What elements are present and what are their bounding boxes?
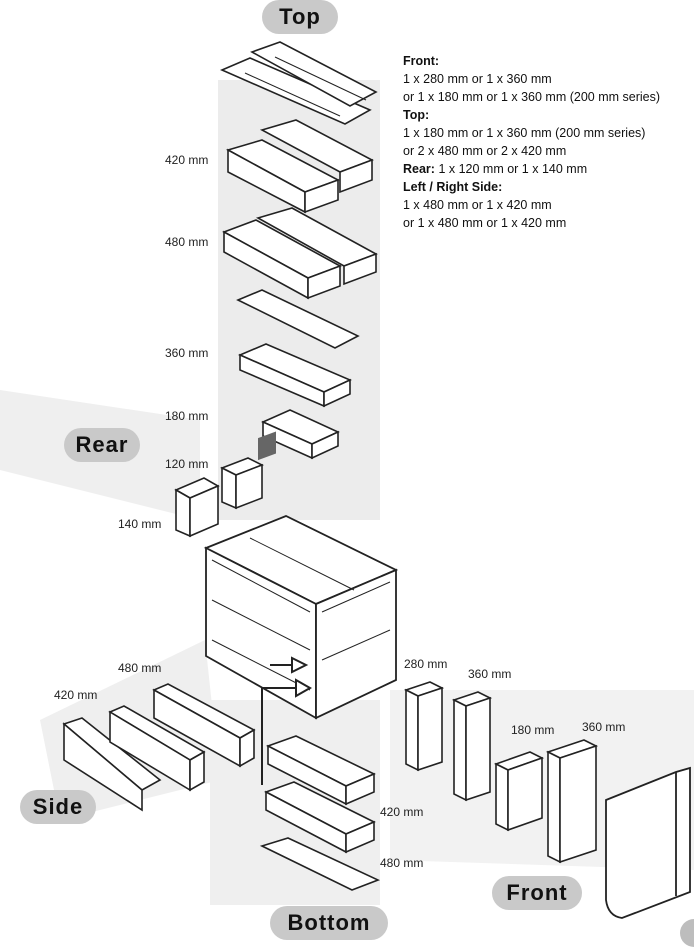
spec-side-line2: or 1 x 480 mm or 1 x 420 mm (403, 216, 567, 230)
side-radiator-480 (152, 683, 256, 768)
bottom-radiator-420 (264, 781, 376, 854)
label-top-420: 420 mm (165, 153, 209, 167)
label-front-180: 180 mm (511, 723, 555, 737)
side-radiator-420 (108, 705, 206, 792)
label-rear-120: 120 mm (165, 457, 209, 471)
section-rear-label: Rear (64, 428, 140, 462)
top-filter-grid (244, 56, 367, 117)
bottom-radiator-480 (265, 735, 376, 806)
radiator-support-specs: Front: 1 x 280 mm or 1 x 360 mm or 1 x 1… (403, 52, 660, 232)
label-front-280: 280 mm (404, 657, 448, 671)
front-radiator-280 (403, 681, 445, 772)
top-360-filter (236, 289, 360, 349)
label-bottom-420: 420 mm (380, 805, 424, 819)
label-top-180: 180 mm (165, 409, 209, 423)
front-radiator-180 (493, 751, 545, 832)
case-chassis (203, 515, 399, 720)
section-top-label: Top (262, 0, 338, 34)
spec-top-line2: or 2 x 480 mm or 2 x 420 mm (403, 144, 567, 158)
spec-rear-value: 1 x 120 mm or 1 x 140 mm (434, 162, 588, 176)
front-radiator-360-200-series (545, 739, 599, 864)
top-radiator-180 (261, 409, 340, 460)
top-radiator-480-pair (222, 207, 378, 300)
case-grille (258, 431, 276, 461)
section-front-label: Front (492, 876, 582, 910)
section-bottom-label: Bottom (270, 906, 388, 940)
front-radiator-360 (451, 691, 493, 802)
label-side-420: 420 mm (54, 688, 98, 702)
spec-front-heading: Front: (403, 54, 440, 68)
top-radiator-420-pair (225, 119, 374, 214)
label-side-480: 480 mm (118, 661, 162, 675)
label-front-360b: 360 mm (582, 720, 626, 734)
spec-front-line2: or 1 x 180 mm or 1 x 360 mm (200 mm seri… (403, 90, 661, 104)
spec-front-line1: 1 x 280 mm or 1 x 360 mm (403, 72, 552, 86)
spec-side-line1: 1 x 480 mm or 1 x 420 mm (403, 198, 552, 212)
rear-radiator-120 (220, 457, 264, 510)
label-top-360: 360 mm (165, 346, 209, 360)
label-front-360: 360 mm (468, 667, 512, 681)
spec-top-line1: 1 x 180 mm or 1 x 360 mm (200 mm series) (403, 126, 646, 140)
spec-side-heading: Left / Right Side: (403, 180, 503, 194)
top-radiator-360 (237, 343, 352, 408)
insert-arrows (261, 656, 313, 785)
label-rear-140: 140 mm (118, 517, 162, 531)
spec-rear-heading: Rear: (403, 162, 435, 176)
side-dust-filter (62, 717, 162, 812)
page-corner-mark (680, 919, 694, 947)
front-panel (605, 766, 691, 919)
bottom-dust-filter (259, 837, 381, 891)
label-bottom-480: 480 mm (380, 856, 424, 870)
rear-radiator-140 (174, 477, 220, 538)
label-top-480: 480 mm (165, 235, 209, 249)
section-side-label: Side (20, 790, 96, 824)
case-frame-detail (211, 537, 391, 691)
spec-top-heading: Top: (403, 108, 430, 122)
